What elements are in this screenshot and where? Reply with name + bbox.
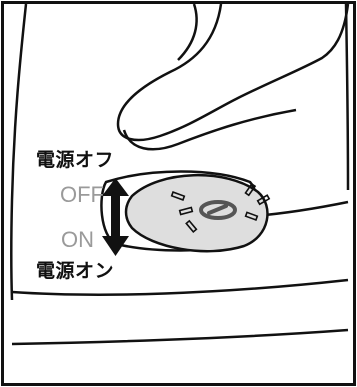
off-label: OFF (60, 182, 104, 207)
appliance-base-lower (11, 328, 349, 346)
appliance-body-left-edge (10, 3, 28, 301)
handle-tip (177, 3, 198, 61)
dial-lever (199, 200, 237, 220)
dial-tick-marks (170, 182, 271, 234)
arrow-head-down (102, 236, 129, 256)
dial-lever-mark (207, 204, 228, 215)
power-on-label-jp: 電源オン (36, 260, 115, 282)
on-label: ON (61, 227, 94, 252)
power-off-label-jp: 電源オフ (36, 149, 115, 171)
handle-cover (116, 3, 350, 142)
double-arrow-vertical-icon (102, 178, 129, 256)
handle-inner-edge (122, 108, 297, 151)
arrow-shaft (111, 194, 120, 238)
appliance-body-right-edge (344, 3, 350, 191)
arrow-head-up (102, 178, 129, 196)
dial-body[interactable] (124, 173, 269, 253)
power-dial-icon[interactable] (124, 173, 271, 253)
appliance-base-upper (11, 278, 349, 296)
